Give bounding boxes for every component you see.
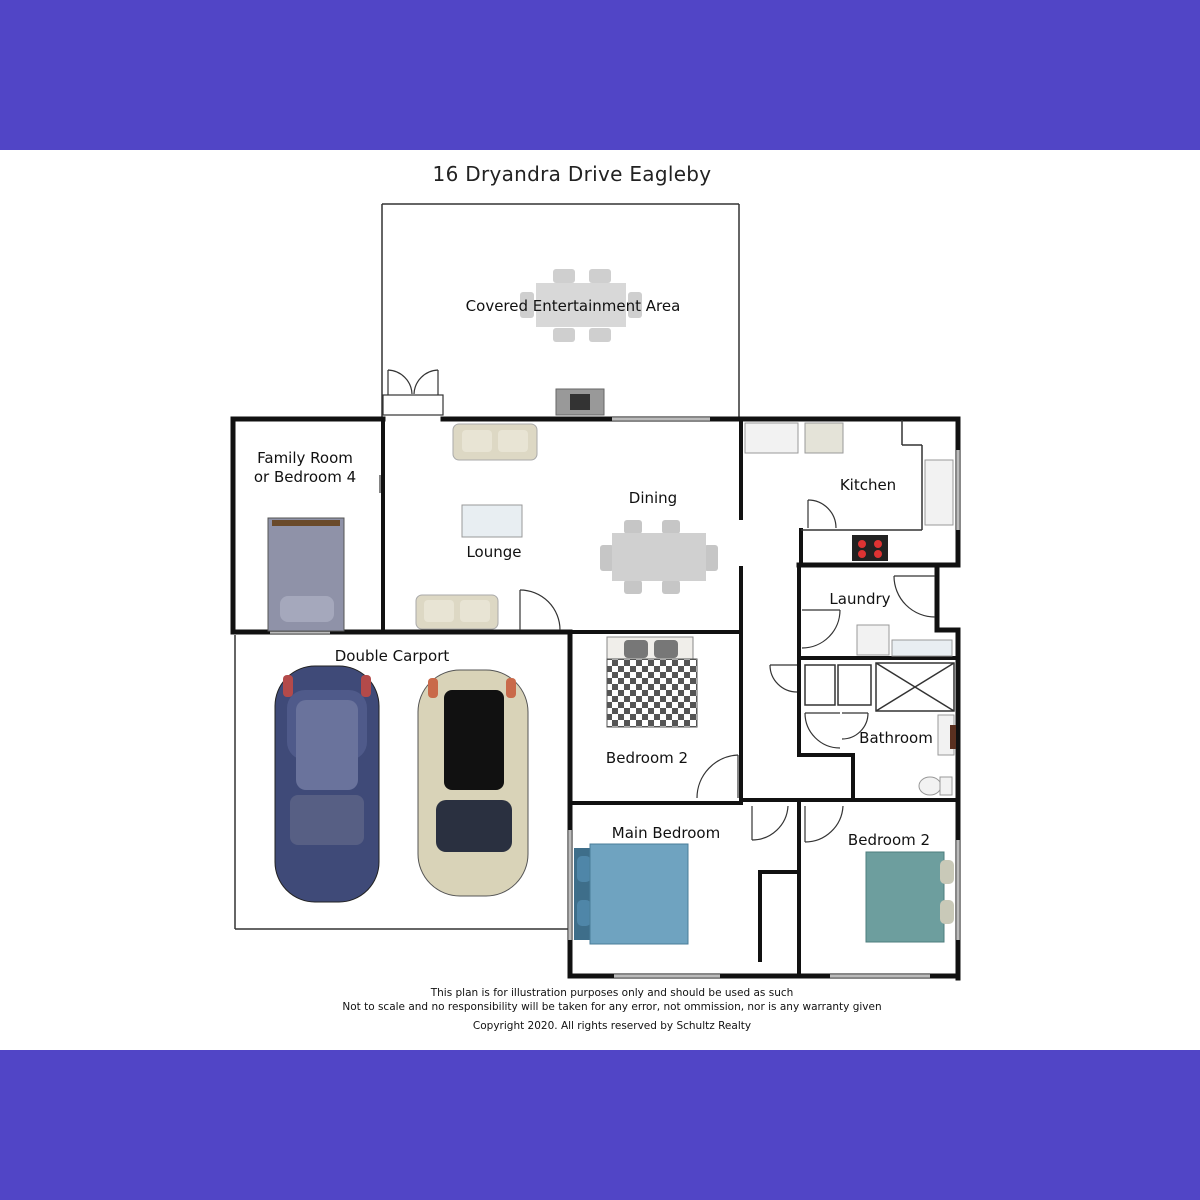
disclaimer-line1: This plan is for illustration purposes o… — [430, 987, 794, 999]
bedroom-2-checker-bed — [606, 636, 698, 728]
entertainment-area-outline — [381, 203, 740, 418]
interior-walls — [381, 417, 960, 978]
window-panes — [270, 418, 959, 977]
disclaimer: This plan is for illustration purposes o… — [280, 986, 944, 1033]
label-family-line1: Family Room — [257, 449, 353, 467]
bedroom-2-right-bed — [865, 851, 954, 943]
outdoor-dining-table — [520, 269, 642, 342]
plan-title: 16 Dryandra Drive Eagleby — [432, 162, 712, 186]
bathroom-fixtures — [918, 714, 956, 796]
label-bathroom: Bathroom — [859, 729, 933, 747]
label-laundry: Laundry — [829, 590, 890, 608]
label-lounge: Lounge — [466, 543, 521, 561]
lounge-furniture — [415, 423, 538, 630]
main-bedroom-bed — [574, 843, 689, 945]
label-bedroom-2-right: Bedroom 2 — [848, 831, 930, 849]
disclaimer-line2: Not to scale and no responsibility will … — [342, 1001, 882, 1013]
top-banner — [0, 0, 1200, 150]
family-room-bed — [267, 517, 345, 632]
laundry-fixtures — [856, 624, 953, 657]
dining-table — [600, 520, 718, 594]
bbq-icon — [555, 388, 605, 416]
room-labels: Covered Entertainment Area Family Room o… — [254, 297, 933, 849]
label-entertainment: Covered Entertainment Area — [466, 297, 681, 315]
label-main-bedroom: Main Bedroom — [612, 824, 720, 842]
label-kitchen: Kitchen — [840, 476, 896, 494]
door-swings — [379, 475, 936, 843]
label-family-line2: or Bedroom 4 — [254, 468, 356, 486]
french-doors-icon — [382, 369, 444, 416]
label-carport: Double Carport — [335, 647, 450, 665]
car-left-icon — [274, 665, 380, 903]
thin-walls — [234, 420, 955, 930]
label-dining: Dining — [629, 489, 677, 507]
copyright: Copyright 2020. All rights reserved by S… — [472, 1020, 752, 1032]
kitchen-appliances — [744, 422, 954, 561]
label-bedroom-2-center: Bedroom 2 — [606, 749, 688, 767]
bottom-banner — [0, 1050, 1200, 1200]
car-right-icon — [417, 669, 529, 897]
